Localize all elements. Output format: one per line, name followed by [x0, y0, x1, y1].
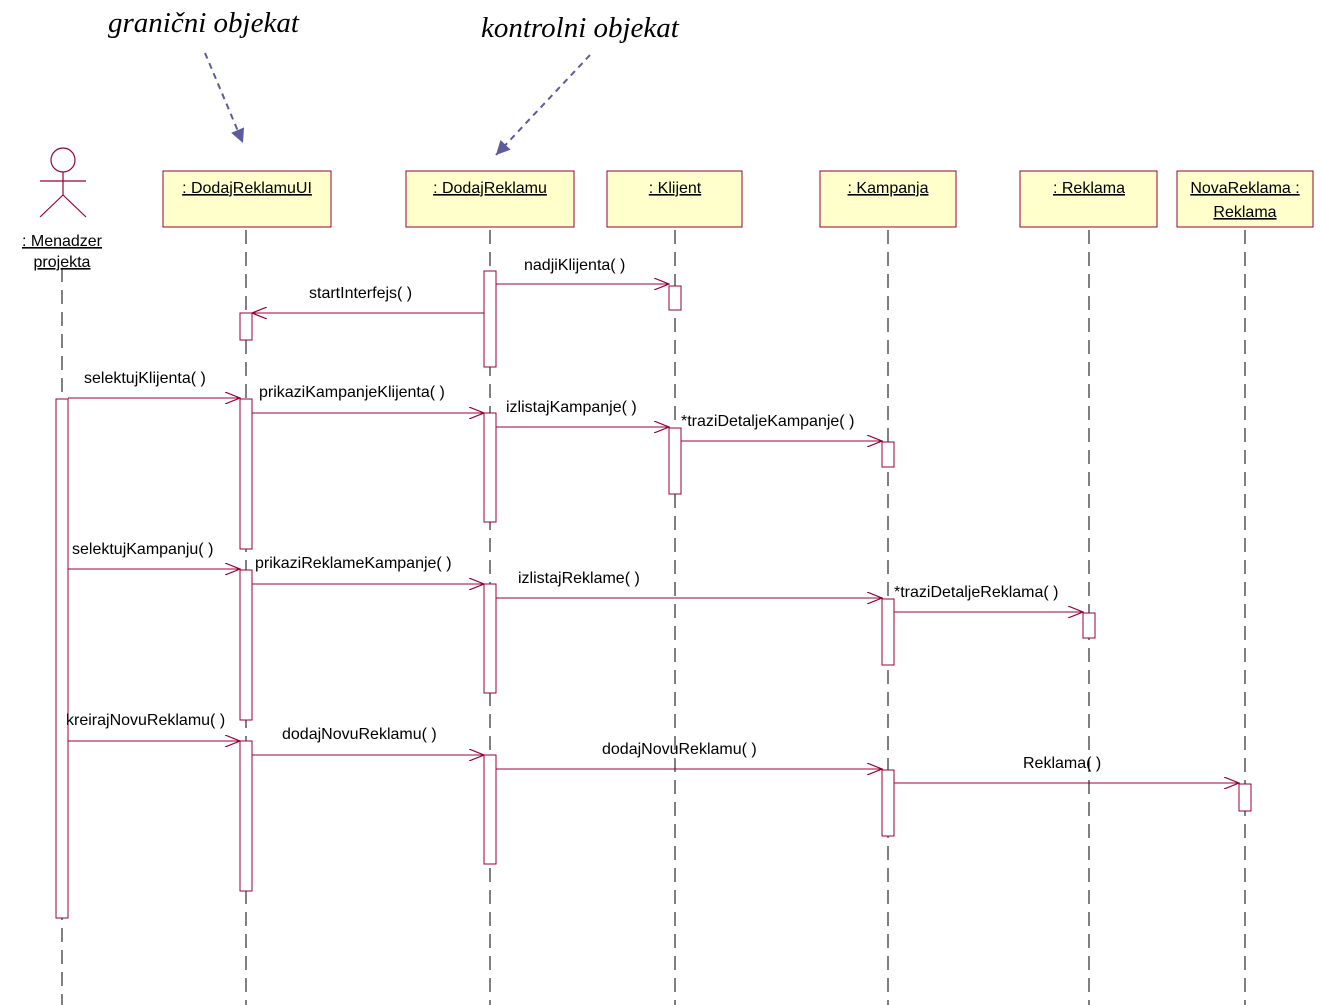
activation-ctrl-1: [483, 270, 497, 368]
boundary-object-note: granični objekat: [108, 7, 300, 39]
activation-kampanja-2: [881, 598, 895, 666]
message-label-kreiraj-novu-reklamu: kreirajNovuReklamu( ): [66, 712, 225, 729]
object-kampanja: : Kampanja: [819, 170, 957, 228]
object-label: : DodajReklamu: [433, 180, 547, 197]
object-klijent: : Klijent: [606, 170, 743, 228]
activation-ui-1: [239, 312, 253, 341]
message-label-trazi-detalje-kampanje: *traziDetaljeKampanje( ): [681, 413, 854, 430]
object-nova-reklama: NovaReklama : Reklama: [1176, 170, 1314, 228]
object-label: : Klijent: [649, 180, 702, 197]
message-label-start-interfejs: startInterfejs( ): [309, 285, 412, 302]
object-dodaj-reklamu-ui: : DodajReklamuUI: [162, 170, 332, 228]
activation-ui-3: [239, 569, 253, 721]
actor-label-line2: projekta: [34, 254, 91, 271]
activation-ctrl-4: [483, 754, 497, 865]
activation-ctrl-2: [483, 412, 497, 523]
activation-nova-reklama: [1238, 783, 1252, 812]
boundary-note-arrow: [204, 52, 245, 144]
object-dodaj-reklamu: : DodajReklamu: [405, 170, 575, 228]
activation-reklama-1: [1082, 612, 1096, 639]
object-label: : DodajReklamuUI: [182, 180, 312, 197]
message-label-selektuj-kampanju: selektujKampanju( ): [72, 541, 213, 558]
message-label-dodaj-novu-reklamu-2: dodajNovuReklamu( ): [602, 741, 757, 758]
message-label-trazi-detalje-reklama: *traziDetaljeReklama( ): [894, 584, 1059, 601]
activation-actor: [55, 398, 69, 919]
object-label: : Kampanja: [848, 180, 929, 197]
object-label-line2: Reklama: [1213, 204, 1276, 221]
object-label: : Reklama: [1053, 180, 1125, 197]
message-label-izlistaj-kampanje: izlistajKampanje( ): [506, 399, 637, 416]
activation-ctrl-3: [483, 583, 497, 694]
control-note-arrow: [495, 54, 591, 156]
activation-bars: [55, 270, 1252, 919]
message-label-nadji-klijenta: nadjiKlijenta( ): [524, 257, 625, 274]
activation-kampanja-1: [881, 441, 895, 468]
object-label-line1: NovaReklama :: [1190, 180, 1299, 197]
activation-klijent-2: [668, 427, 682, 495]
message-label-reklama-konstruktor: Reklama( ): [1023, 755, 1101, 772]
activation-ui-2: [239, 398, 253, 550]
activation-klijent-1: [668, 285, 682, 311]
message-label-dodaj-novu-reklamu-1: dodajNovuReklamu( ): [282, 726, 437, 743]
activation-kampanja-3: [881, 769, 895, 837]
message-label-selektuj-klijenta: selektujKlijenta( ): [84, 370, 206, 387]
message-label-izlistaj-reklame: izlistajReklame( ): [518, 570, 640, 587]
activation-ui-4: [239, 740, 253, 892]
actor-icon: [39, 147, 87, 218]
message-label-prikazi-kampanje-klijenta: prikaziKampanjeKlijenta( ): [259, 384, 445, 401]
control-object-note: kontrolni objekat: [481, 12, 680, 44]
lifelines: [61, 230, 1246, 1005]
actor-label-line1: : Menadzer: [22, 233, 103, 250]
message-label-prikazi-reklame-kampanje: prikaziReklameKampanje( ): [255, 555, 452, 572]
message-arrows: [68, 284, 1239, 783]
object-reklama: : Reklama: [1019, 170, 1158, 228]
